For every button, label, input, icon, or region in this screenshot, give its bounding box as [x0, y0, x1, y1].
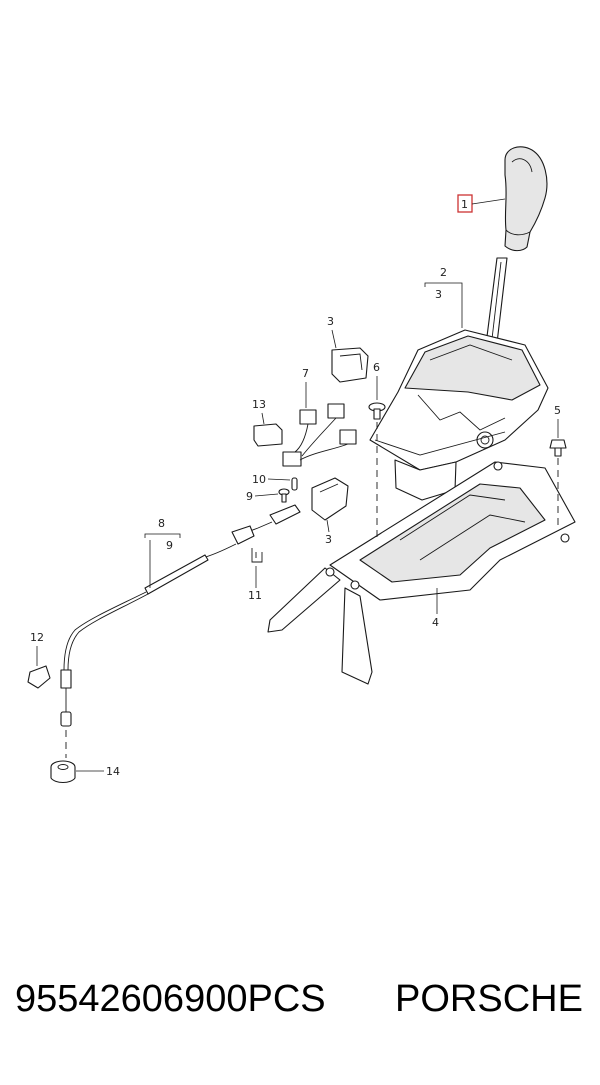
wiring-harness-part-7[interactable] — [282, 403, 357, 467]
screw-part-6[interactable] — [368, 402, 386, 420]
cable-bracket — [269, 504, 301, 525]
gear-shifter-exploded-diagram: 1 — [27, 146, 576, 784]
shift-knob-part[interactable] — [504, 146, 548, 252]
shifter-base-bracket-part[interactable] — [267, 461, 576, 685]
callout-9-right: 9 — [166, 539, 173, 552]
callout-8: 8 — [158, 517, 165, 530]
connector-part-3-top[interactable] — [331, 347, 369, 383]
switch-part-3-mid[interactable] — [311, 477, 349, 521]
connector-part-13[interactable] — [253, 423, 283, 447]
callout-14: 14 — [106, 765, 120, 778]
shift-cable-part-8[interactable] — [60, 521, 273, 727]
callout-1: 1 — [461, 198, 468, 211]
brand-name: PORSCHE — [395, 978, 583, 1020]
part-number: 95542606900PCS — [15, 978, 326, 1020]
callout-12: 12 — [30, 631, 44, 644]
clamp-part-12[interactable] — [27, 665, 51, 689]
grommet-part-14[interactable] — [50, 760, 76, 784]
footer: 95542606900PCS PORSCHE — [0, 978, 600, 1038]
selector-housing-part[interactable] — [369, 329, 549, 501]
pin-part-10[interactable] — [291, 477, 298, 491]
callout-4: 4 — [432, 616, 439, 629]
screw-part-9[interactable] — [278, 488, 290, 503]
callout-3-mid: 3 — [325, 533, 332, 546]
clip-part-11[interactable] — [251, 548, 263, 563]
callout-9-left: 9 — [246, 490, 253, 503]
callout-11: 11 — [248, 589, 262, 602]
bolt-part-5[interactable] — [549, 439, 567, 457]
callout-13: 13 — [252, 398, 266, 411]
callout-3-left: 3 — [327, 315, 334, 328]
callout-3-top: 3 — [435, 288, 442, 301]
callout-10: 10 — [252, 473, 266, 486]
callout-7: 7 — [302, 367, 309, 380]
callout-1-box[interactable] — [457, 194, 473, 213]
callout-2: 2 — [440, 266, 447, 279]
callout-6: 6 — [373, 361, 380, 374]
callout-5: 5 — [554, 404, 561, 417]
